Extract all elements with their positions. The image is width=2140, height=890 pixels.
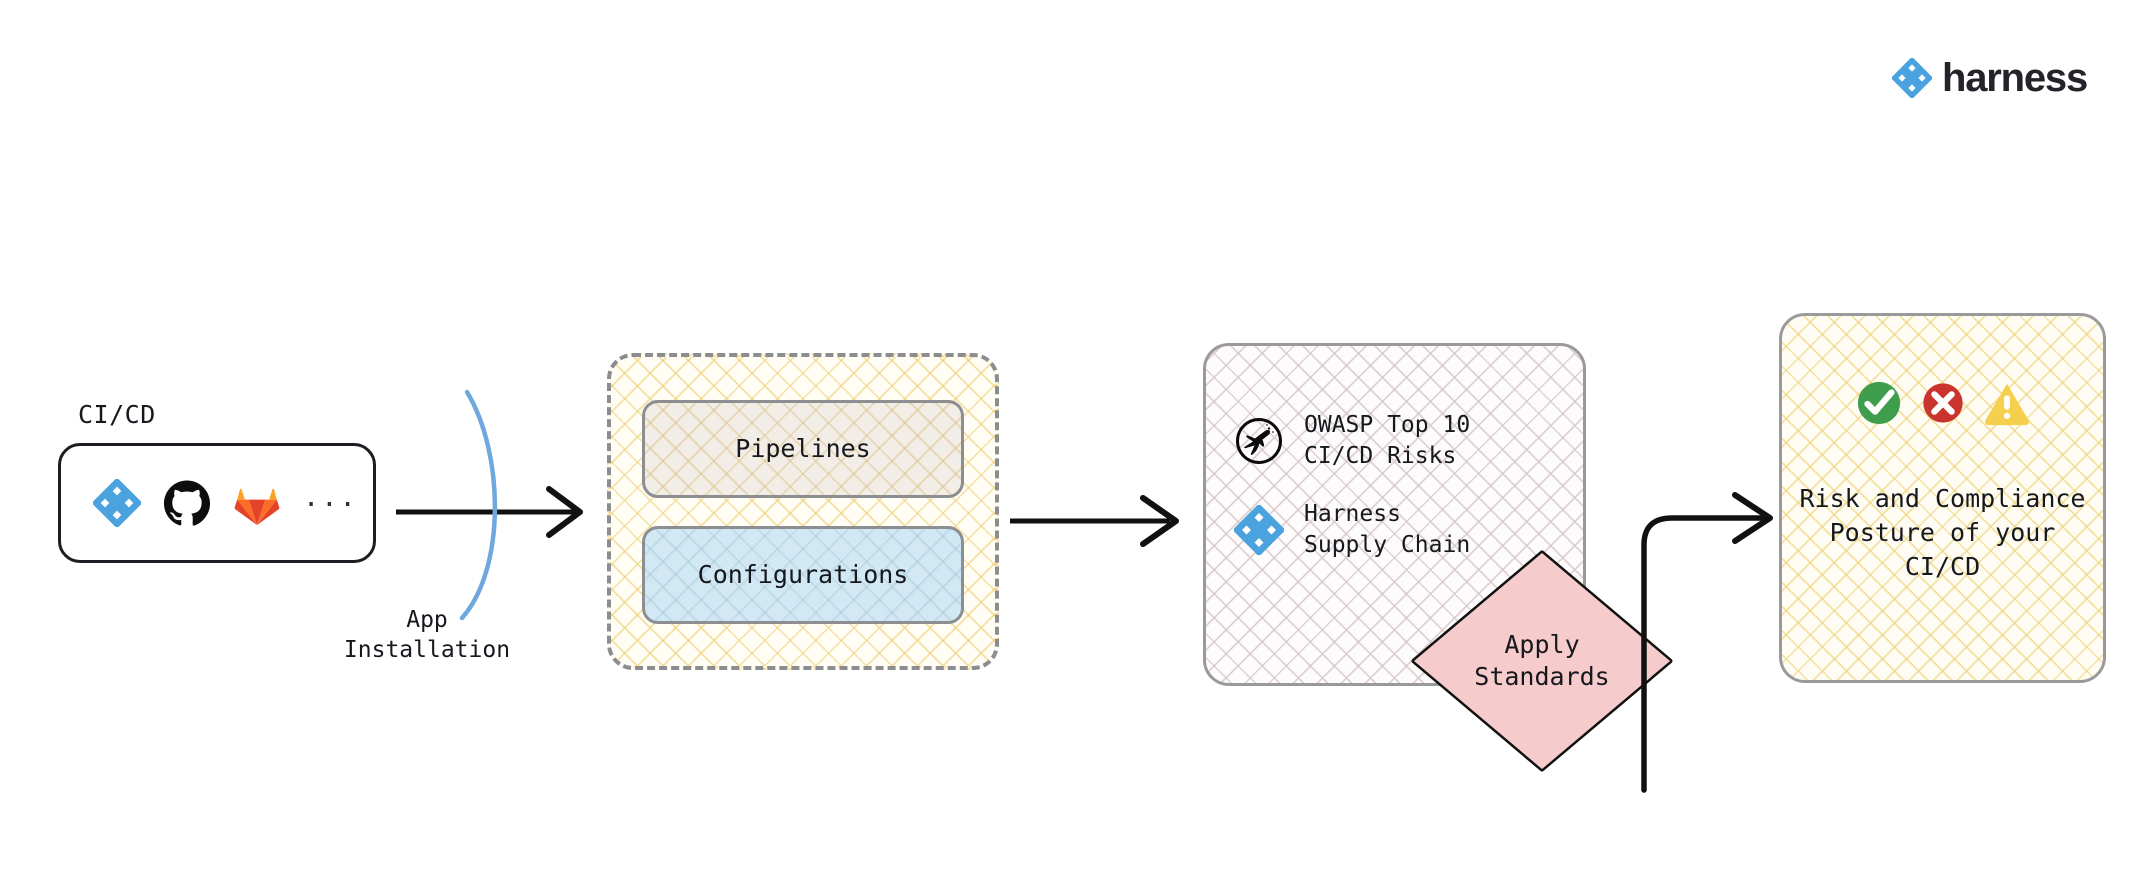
harness-brand-logo: harness <box>1892 56 2088 100</box>
standards-card: OWASP Top 10 CI/CD Risks Harness Supply … <box>1203 343 1586 686</box>
apply-standards-node: Apply Standards <box>1406 545 1678 777</box>
arrow-cicd-to-assets <box>396 486 583 538</box>
check-circle-icon <box>1857 381 1900 425</box>
harness-diamond-icon <box>1234 504 1284 555</box>
outcome-card: Risk and Compliance Posture of your CI/C… <box>1779 313 2106 683</box>
app-installation-label: App Installation <box>343 607 511 664</box>
cicd-providers-box: ... <box>58 443 376 563</box>
standard-item-harness: Harness Supply Chain <box>1234 499 1583 560</box>
pipelines-label: Pipelines <box>735 434 871 463</box>
standard-label-harness: Harness Supply Chain <box>1304 501 1471 558</box>
standard-label-owasp: OWASP Top 10 CI/CD Risks <box>1304 412 1471 469</box>
cicd-assets-group: Pipelines Configurations <box>607 353 999 670</box>
standard-item-owasp: OWASP Top 10 CI/CD Risks <box>1234 410 1583 471</box>
arrow-assets-to-standards <box>1010 495 1179 547</box>
pipelines-card: Pipelines <box>642 399 964 498</box>
configurations-label: Configurations <box>697 560 909 589</box>
cicd-label: CI/CD <box>78 400 156 429</box>
configurations-card: Configurations <box>642 525 964 624</box>
harness-diamond-icon <box>1892 58 1932 98</box>
x-circle-icon <box>1922 383 1963 423</box>
github-octocat-icon <box>163 480 211 526</box>
warning-triangle-icon <box>1984 383 2029 426</box>
harness-diamond-icon <box>93 479 141 527</box>
outcome-description: Risk and Compliance Posture of your CI/C… <box>1799 484 2086 581</box>
more-providers-ellipsis: ... <box>303 481 358 513</box>
gitlab-fox-icon <box>234 488 280 526</box>
apply-standards-diamond-shape <box>1406 545 1678 777</box>
owasp-logo-icon <box>1236 417 1282 464</box>
status-icons-row <box>1855 379 2031 427</box>
app-installation-arc <box>459 389 498 621</box>
brand-wordmark: harness <box>1942 56 2088 100</box>
